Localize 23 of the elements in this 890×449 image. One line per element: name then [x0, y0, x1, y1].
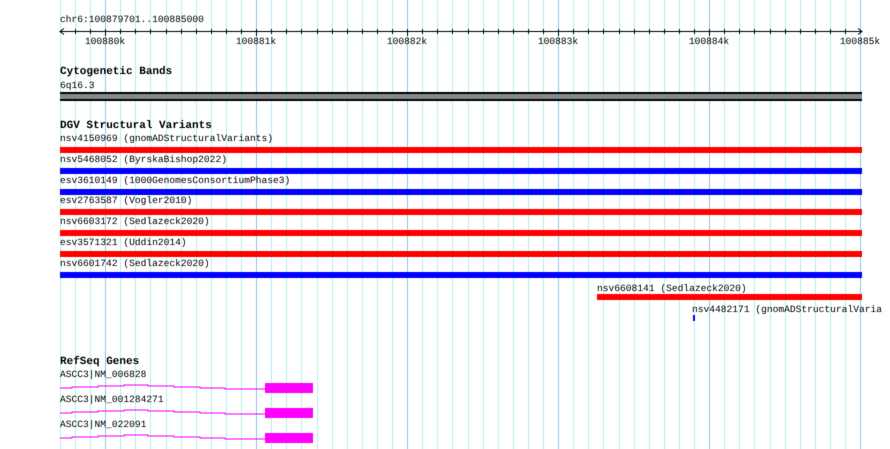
track-title: DGV Structural Variants [60, 121, 212, 132]
gene-label: ASCC3|NM_006828 [60, 369, 146, 380]
variant-label: nsv6603172 (Sedlazeck2020) [60, 216, 210, 227]
variant-label: nsv4482171 (gnomADStructuralVaria [692, 304, 882, 315]
tick-label: 100884k [688, 36, 730, 47]
tick-label: 100882k [386, 36, 428, 47]
tick-label: 100885k [840, 36, 880, 47]
tick-label: 100880k [84, 36, 126, 47]
region-coordinates: chr6:100879701..100885000 [60, 14, 204, 25]
variant-label: esv3610149 (1000GenomesConsortiumPhase3) [60, 175, 290, 186]
track-title: Cytogenetic Bands [60, 67, 172, 78]
tick-label: 100881k [236, 36, 276, 47]
gene-label: ASCC3|NM_001284271 [60, 394, 164, 405]
variant-label: esv3571321 (Uddin2014) [60, 237, 187, 248]
track-title: RefSeq Genes [60, 357, 140, 368]
variant-label: nsv5468052 (ByrskaBishop2022) [60, 154, 227, 165]
variant-label: esv2763587 (Vogler2010) [60, 195, 192, 206]
variant-label: nsv6601742 (Sedlazeck2020) [60, 258, 210, 269]
variant-label: nsv4150969 (gnomADStructuralVariants) [60, 133, 274, 144]
band-label: 6q16.3 [60, 80, 95, 91]
variant-label: nsv6608141 (Sedlazeck2020) [597, 283, 747, 294]
tick-label: 100883k [538, 36, 578, 47]
gene-label: ASCC3|NM_022091 [60, 419, 146, 430]
